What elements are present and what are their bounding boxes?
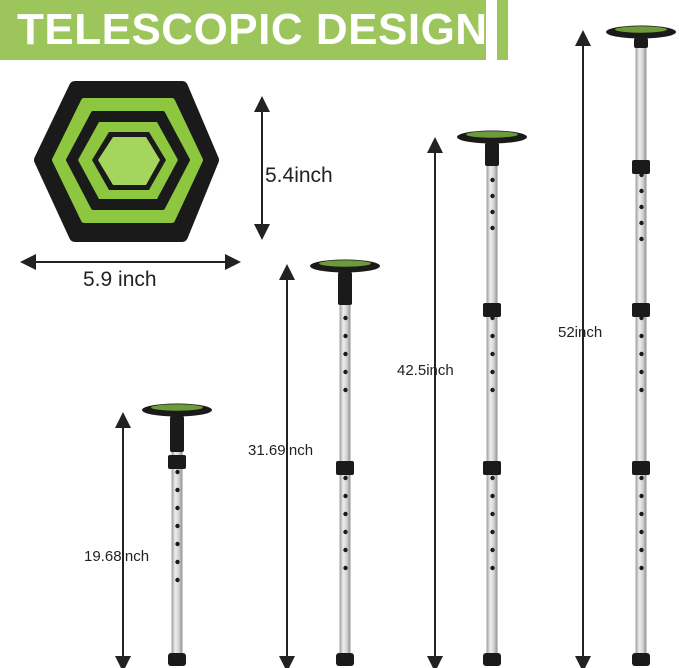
pole-4-hole-1 [639, 172, 644, 178]
pole-2-hole-11 [343, 565, 348, 571]
pole-1-top-section [170, 416, 184, 452]
pole-2-hole-7 [343, 493, 348, 499]
pole-4-hole-2 [639, 188, 644, 194]
pole-2-hole-4 [343, 369, 348, 375]
pole-1-hole-4 [175, 523, 180, 529]
pole-1-hole-2 [175, 487, 180, 493]
pole-2-hole-9 [343, 529, 348, 535]
pole-4-hole-13 [639, 511, 644, 517]
pole-3-hole-14 [490, 547, 495, 553]
poles-layer [142, 25, 676, 666]
pole-1-hole-3 [175, 505, 180, 511]
pole-4-hole-9 [639, 369, 644, 375]
pole-3-label: 42.5inch [397, 362, 454, 379]
pole-4-collar-1 [632, 160, 650, 174]
pole-3-hole-2 [490, 193, 495, 199]
pole-2-hole-1 [343, 315, 348, 321]
pole-1-hole-5 [175, 541, 180, 547]
pole-1-tube [171, 410, 183, 653]
pad-height-label: 5.4inch [265, 164, 333, 187]
pole-4-cap-neck [635, 34, 647, 42]
pole-1-hole-1 [175, 469, 180, 475]
pole-3-hole-11 [490, 493, 495, 499]
pole-2-hole-8 [343, 511, 348, 517]
pole-4-hole-7 [639, 333, 644, 339]
pole-2-cap-neck [339, 268, 351, 276]
pole-3-top-section [485, 143, 499, 166]
pole-1-hole-6 [175, 559, 180, 565]
pole-4-tube [635, 32, 647, 653]
pole-2-collar-1 [336, 461, 354, 475]
pole-3-tube [486, 137, 498, 653]
pole-3-collar-2 [483, 461, 501, 475]
pole-4-hole-16 [639, 565, 644, 571]
pole-3-collar-1 [483, 303, 501, 317]
pole-1-cap-pad [151, 404, 203, 411]
pole-4-hole-11 [639, 475, 644, 481]
pole-2-foot [336, 653, 354, 666]
pole-3-hole-4 [490, 225, 495, 231]
pole-4-hole-8 [639, 351, 644, 357]
pole-3-hole-13 [490, 529, 495, 535]
pole-4-hole-10 [639, 387, 644, 393]
pole-2-hole-2 [343, 333, 348, 339]
pole-1-foot [168, 653, 186, 666]
pole-3-foot [483, 653, 501, 666]
pole-3-cap-neck [486, 139, 498, 147]
pole-2-hole-5 [343, 387, 348, 393]
pole-2-hole-10 [343, 547, 348, 553]
pole-3-hole-9 [490, 387, 495, 393]
pole-3-hole-15 [490, 565, 495, 571]
pole-4-hole-5 [639, 236, 644, 242]
pole-2-cap-pad [319, 260, 371, 267]
pole-2-tube [339, 266, 351, 653]
hexagon-pad [34, 81, 219, 242]
pole-4-label: 52inch [558, 324, 603, 341]
pole-2-label: 31.69inch [248, 442, 314, 459]
pole-4-hole-14 [639, 529, 644, 535]
pole-4-hole-4 [639, 220, 644, 226]
pole-3-hole-10 [490, 475, 495, 481]
pole-4-hole-6 [639, 315, 644, 321]
pole-1-collar-1 [168, 455, 186, 469]
pole-4-cap-pad [615, 26, 667, 33]
pole-3-hole-1 [490, 177, 495, 183]
pole-3-hole-6 [490, 333, 495, 339]
pole-1-hole-7 [175, 577, 180, 583]
pole-4-hole-15 [639, 547, 644, 553]
pole-3-hole-8 [490, 369, 495, 375]
pole-2-hole-3 [343, 351, 348, 357]
pole-4-hole-12 [639, 493, 644, 499]
pole-2-hole-6 [343, 475, 348, 481]
pole-4-collar-3 [632, 461, 650, 475]
pole-3-cap-pad [466, 131, 518, 138]
pole-3-hole-12 [490, 511, 495, 517]
pole-3-hole-3 [490, 209, 495, 215]
pole-4-collar-2 [632, 303, 650, 317]
pole-4-foot [632, 653, 650, 666]
banner-accent-strip [497, 0, 508, 60]
pole-1-label: 19.68inch [84, 548, 150, 565]
title-banner [0, 0, 486, 60]
pole-4-hole-3 [639, 204, 644, 210]
pole-3-hole-5 [490, 315, 495, 321]
banner-title: TELESCOPIC DESIGN [17, 5, 488, 54]
pole-2-top-section [338, 272, 352, 305]
pole-1-cap-neck [171, 412, 183, 420]
pole-3-hole-7 [490, 351, 495, 357]
pad-width-label: 5.9 inch [83, 268, 157, 291]
